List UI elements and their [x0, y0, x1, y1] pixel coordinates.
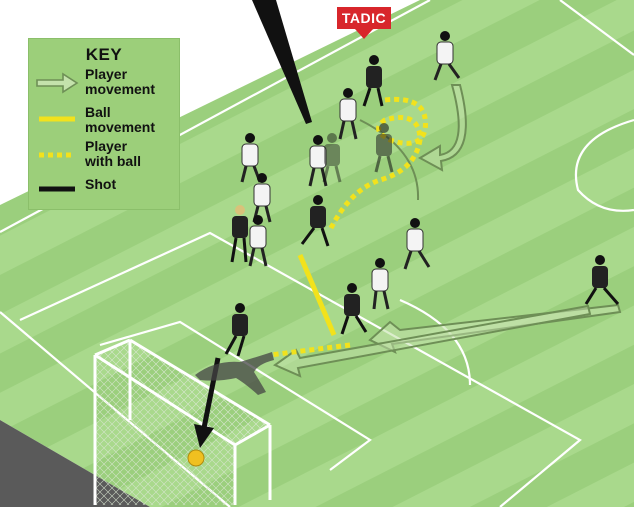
key-title: KEY — [85, 45, 123, 64]
ball-movement-line — [297, 254, 337, 336]
solid-black-line-icon — [39, 186, 75, 192]
key-item-shot: Shot — [35, 177, 177, 217]
key-label: Ball movement — [85, 104, 156, 135]
ball — [187, 449, 205, 467]
player-movement-arrow — [417, 84, 467, 172]
key-item-player-with-ball: Player with ball — [35, 139, 177, 179]
key-label: Player movement — [85, 66, 156, 97]
halfway-line — [559, 0, 634, 56]
player-movement-arrow — [272, 304, 592, 378]
key-label: Player with ball — [85, 138, 141, 169]
players-black-team — [224, 55, 620, 357]
dribble-path — [269, 96, 428, 358]
players-white-team — [240, 31, 461, 310]
key-panel: KEY Player movement Ball movement Player… — [28, 38, 180, 210]
goalkeeper-shadow — [195, 352, 274, 395]
hollow-arrow-icon — [36, 72, 79, 94]
solid-yellow-line-icon — [39, 116, 75, 122]
player-name-tag: TADIC — [337, 7, 391, 29]
goal — [93, 338, 272, 505]
key-item-ball-movement: Ball movement — [35, 105, 177, 145]
key-item-player-movement: Player movement — [35, 67, 177, 107]
centre-circle-arc — [574, 118, 634, 212]
key-label: Shot — [85, 176, 117, 192]
six-yard-box-line — [99, 320, 372, 471]
player-movement-arrow — [359, 119, 420, 201]
tag-pointer-icon — [355, 29, 373, 39]
dashed-yellow-line-icon — [39, 152, 75, 158]
pointer-wedge — [252, 0, 312, 124]
